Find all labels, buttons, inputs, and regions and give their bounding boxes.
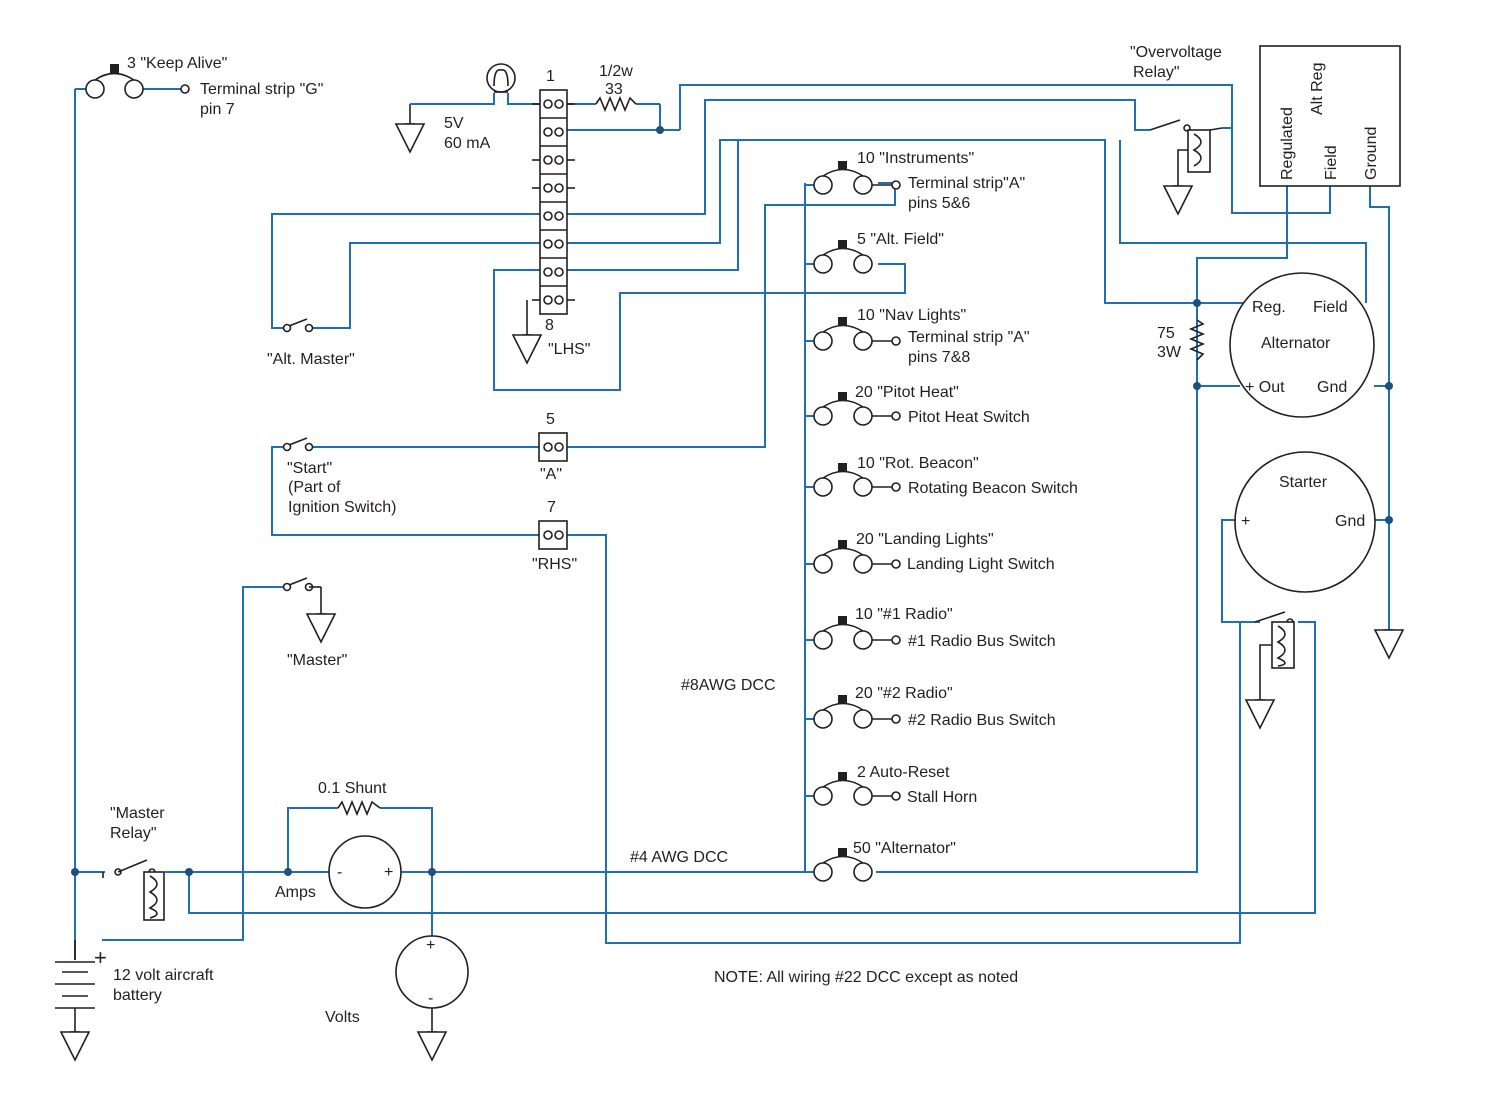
- start-switch-label-1: "Start": [287, 460, 332, 477]
- field-resistor-ohms: 75: [1157, 325, 1175, 342]
- lhs-label: "LHS": [548, 341, 590, 358]
- lamp-current: 60 mA: [444, 135, 491, 152]
- start-switch-label-2: (Part of: [288, 479, 341, 496]
- lhs-pin-top: 1: [546, 68, 555, 85]
- alternator-gnd-terminal: Gnd: [1317, 379, 1347, 396]
- battery-label-1: 12 volt aircraft: [113, 967, 214, 984]
- alternator-title: Alternator: [1261, 335, 1331, 352]
- voltmeter-minus: -: [428, 990, 433, 1007]
- breaker-dest1: #2 Radio Bus Switch: [908, 712, 1056, 729]
- breaker-rating: 10 "#1 Radio": [855, 606, 953, 623]
- lhs-pin-bottom: 8: [545, 317, 554, 334]
- battery-ground-icon: [60, 1031, 90, 1061]
- alternator-ground-icon: [1374, 629, 1404, 659]
- alternator-field-terminal: Field: [1313, 299, 1348, 316]
- breaker-rating: 20 "Landing Lights": [856, 531, 994, 548]
- breaker-dest1: Rotating Beacon Switch: [908, 480, 1078, 497]
- voltmeter-ground-icon: [417, 1031, 447, 1061]
- rhs-number: 7: [547, 499, 556, 516]
- alt-reg-ground: Ground: [1363, 127, 1380, 180]
- wire-label-8awg: #8AWG DCC: [681, 677, 776, 694]
- keep-alive-dest1: Terminal strip "G": [200, 81, 323, 98]
- breaker-rating: 5 "Alt. Field": [857, 231, 944, 248]
- breaker-rating: 20 "Pitot Heat": [855, 384, 959, 401]
- ammeter-icon: [328, 835, 402, 909]
- start-switch-icon: [282, 437, 314, 452]
- strip-a-terminal: [538, 432, 568, 462]
- starter-relay-icon: [1254, 611, 1295, 700]
- breaker-dest2: pins 5&6: [908, 195, 970, 212]
- shunt-resistor-icon: [337, 799, 381, 817]
- strip-a-label: "A": [540, 466, 562, 483]
- strip-a-number: 5: [546, 411, 555, 428]
- starter-title: Starter: [1279, 474, 1328, 491]
- resistor-33-icon: [595, 95, 637, 113]
- battery-plus: +: [94, 945, 107, 970]
- wire-label-4awg: #4 AWG DCC: [630, 849, 728, 866]
- breaker-rating: 50 "Alternator": [853, 840, 956, 857]
- breaker-rating: 10 "Instruments": [857, 150, 974, 167]
- voltmeter-plus: +: [426, 937, 435, 954]
- battery-label-2: battery: [113, 987, 162, 1004]
- rhs-terminal: [538, 520, 568, 550]
- master-ground-icon: [306, 613, 336, 643]
- resistor-top-ohms: 33: [605, 81, 623, 98]
- ov-relay-label-2: Relay": [1133, 64, 1180, 81]
- lhs-ground-icon: [512, 334, 542, 364]
- master-switch-icon: [282, 577, 314, 592]
- starter-icon: [1234, 451, 1376, 593]
- keep-alive-breaker: [85, 64, 190, 99]
- alt-master-switch-icon: [282, 318, 314, 333]
- ground-symbol-icon: [395, 123, 425, 153]
- lamp-voltage: 5V: [444, 115, 464, 132]
- breaker-rating: 10 "Nav Lights": [857, 307, 966, 324]
- ammeter-plus: +: [384, 864, 393, 881]
- indicator-lamp-icon: [486, 63, 516, 93]
- shunt-label: 0.1 Shunt: [318, 780, 387, 797]
- breaker-dest1: Terminal strip "A": [908, 329, 1030, 346]
- master-relay-label-1: "Master: [110, 805, 165, 822]
- master-relay-label-2: Relay": [110, 825, 157, 842]
- breaker-dest1: Pitot Heat Switch: [908, 409, 1030, 426]
- breaker-dest1: #1 Radio Bus Switch: [908, 633, 1056, 650]
- master-switch-label: "Master": [287, 652, 347, 669]
- starter-plus-terminal: +: [1241, 513, 1250, 530]
- breaker-rating: 2 Auto-Reset: [857, 764, 950, 781]
- breaker-rating: 10 "Rot. Beacon": [857, 455, 979, 472]
- alternator-reg-terminal: Reg.: [1252, 299, 1286, 316]
- wiring: [71, 84, 1393, 960]
- alt-reg-regulated: Regulated: [1279, 107, 1296, 180]
- start-switch-label-3: Ignition Switch): [288, 499, 397, 516]
- keep-alive-dest2: pin 7: [200, 101, 235, 118]
- breaker-dest2: pins 7&8: [908, 349, 970, 366]
- keep-alive-rating: 3 "Keep Alive": [127, 55, 227, 72]
- master-relay-icon: [102, 859, 165, 921]
- resistor-top-watts: 1/2w: [599, 63, 633, 80]
- overvoltage-relay-icon: [1149, 119, 1223, 186]
- ov-relay-label-1: "Overvoltage: [1130, 44, 1222, 61]
- breaker-dest1: Terminal strip"A": [908, 175, 1025, 192]
- alternator-out-terminal: + Out: [1245, 379, 1285, 396]
- field-resistor-watts: 3W: [1157, 344, 1182, 361]
- breaker-dest1: Landing Light Switch: [907, 556, 1055, 573]
- ammeter-minus: -: [337, 864, 342, 881]
- field-resistor-icon: [1188, 319, 1206, 361]
- breaker-rating: 20 "#2 Radio": [855, 685, 953, 702]
- overvoltage-ground-icon: [1163, 185, 1193, 215]
- lhs-terminal-strip: [526, 89, 575, 335]
- alt-reg-field: Field: [1323, 145, 1340, 180]
- breaker-dest1: Stall Horn: [907, 789, 977, 806]
- ammeter-label: Amps: [275, 884, 316, 901]
- alt-regulator-box: [1259, 45, 1401, 187]
- starter-relay-ground-icon: [1245, 699, 1275, 729]
- voltmeter-label: Volts: [325, 1009, 360, 1026]
- rhs-label: "RHS": [532, 556, 577, 573]
- alternator-icon: [1229, 272, 1375, 418]
- starter-gnd-terminal: Gnd: [1335, 513, 1365, 530]
- alt-master-label: "Alt. Master": [267, 351, 355, 368]
- wiring-note: NOTE: All wiring #22 DCC except as noted: [714, 969, 1018, 986]
- battery-icon: [55, 940, 95, 1032]
- alt-reg-title: Alt Reg: [1309, 63, 1326, 115]
